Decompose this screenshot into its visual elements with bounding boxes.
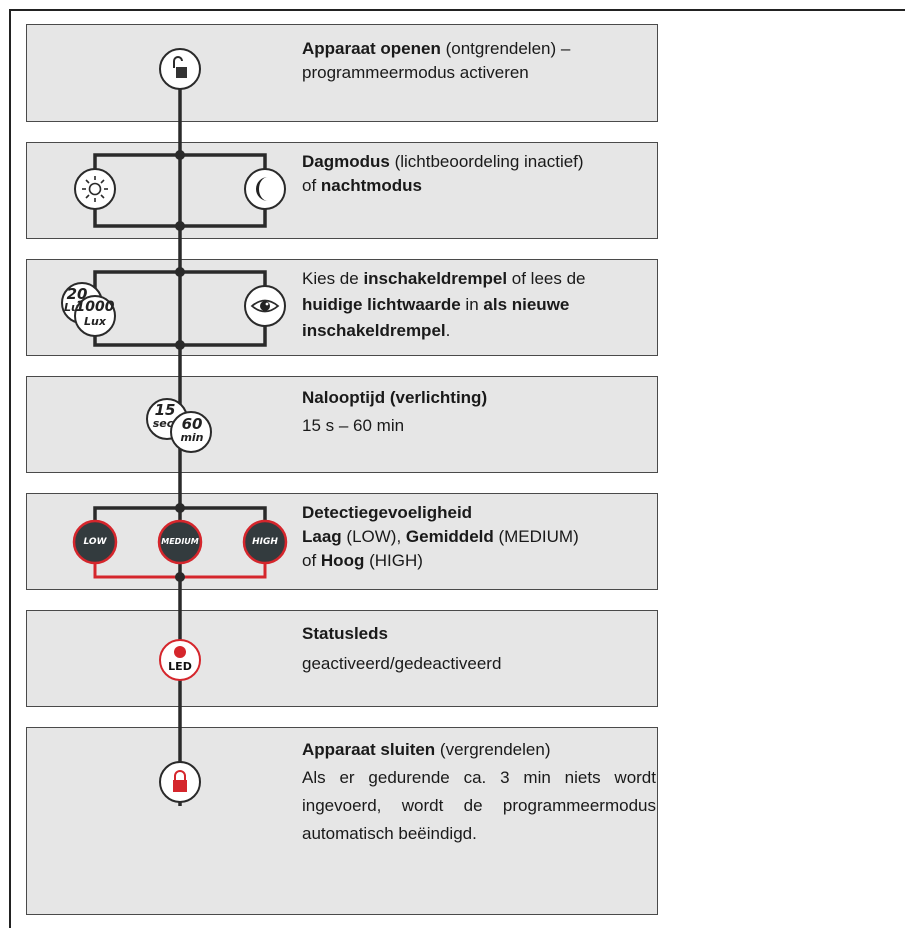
medium-icon [157, 519, 203, 565]
step-day-rest: (lichtbeoordeling inactief) [389, 152, 584, 171]
moon-icon [244, 168, 286, 210]
option-high-value: (HIGH) [364, 551, 423, 570]
lux-high-number: 1000 [75, 299, 115, 315]
step-sensitivity-text: Detectiegevoeligheid Laag (LOW), Gemidde… [302, 501, 656, 573]
step-close-text: Apparaat sluiten (vergrendelen) Als er g… [302, 736, 656, 848]
threshold-bold-4: inschakeldrempel [302, 321, 446, 340]
step-panel-open [26, 24, 658, 122]
step-panel-status-leds [26, 610, 658, 707]
step-panel-day-night [26, 142, 658, 239]
threshold-pre: Kies de [302, 269, 364, 288]
time-long-number: 60 [181, 415, 203, 433]
page-frame [9, 9, 905, 928]
threshold-mid2: in [460, 295, 484, 314]
time-short-unit: sec [152, 417, 174, 430]
step-open-text: Apparaat openen (ontgrendelen) – program… [302, 37, 656, 85]
step-day-or: of [302, 176, 321, 195]
time-long-unit: min [180, 431, 204, 444]
threshold-bold-1: inschakeldrempel [363, 269, 508, 288]
step-leds-line2: geactiveerd/gedeactiveerd [302, 654, 502, 673]
step-day-title: Dagmodus [302, 152, 390, 171]
step-night-title: nachtmodus [320, 176, 422, 195]
step-panel-close [26, 727, 658, 915]
time-short-number: 15 [154, 401, 176, 419]
medium-label: MEDIUM [161, 537, 199, 546]
threshold-bold-2: huidige lichtwaarde [302, 295, 461, 314]
lux-low-number: 20 [66, 285, 88, 303]
step-threshold-text: Kies de inschakeldrempel of lees de huid… [302, 266, 656, 344]
threshold-bold-3: als nieuwe [483, 295, 570, 314]
step-status-leds-text: Statusleds geactiveerd/gedeactiveerd [302, 619, 656, 679]
step-close-title: Apparaat sluiten [302, 740, 436, 759]
led-label: LED [168, 660, 192, 673]
option-or: of [302, 551, 321, 570]
step-leds-title: Statusleds [302, 624, 388, 643]
lock-icon [159, 761, 201, 803]
low-label: LOW [83, 537, 107, 547]
option-high: Hoog [320, 551, 365, 570]
unlock-icon [159, 48, 201, 90]
step-follow-range: 15 s – 60 min [302, 416, 405, 435]
option-medium-value: (MEDIUM) [493, 527, 579, 546]
step-open-line2: programmeermodus activeren [302, 63, 529, 82]
option-low-value: (LOW), [341, 527, 406, 546]
eye-icon [244, 285, 286, 327]
high-label: HIGH [252, 537, 278, 547]
step-panel-threshold [26, 259, 658, 356]
step-close-rest: (vergrendelen) [435, 740, 551, 759]
step-day-night-text: Dagmodus (lichtbeoordeling inactief) of … [302, 150, 656, 198]
threshold-end: . [445, 321, 451, 340]
lux-high-unit: Lux [84, 315, 106, 328]
led-icon [159, 639, 201, 681]
high-icon [242, 519, 288, 565]
step-close-body: Als er gedurende ca. 3 min niets wordt i… [302, 768, 656, 843]
step-open-rest: (ontgrendelen) – [440, 39, 571, 58]
sun-icon [74, 168, 116, 210]
low-icon [72, 519, 118, 565]
step-follow-title: Nalooptijd (verlichting) [302, 388, 488, 407]
step-panel-follow-time [26, 376, 658, 473]
threshold-mid: of lees de [507, 269, 586, 288]
step-follow-time-text: Nalooptijd (verlichting) 15 s – 60 min [302, 384, 656, 440]
option-medium: Gemiddeld [405, 527, 494, 546]
step-open-title: Apparaat openen [302, 39, 441, 58]
step-sensitivity-title: Detectiegevoeligheid [302, 503, 473, 522]
option-low: Laag [302, 527, 342, 546]
lux-high-badge [74, 295, 116, 337]
time-long-badge [170, 411, 212, 453]
